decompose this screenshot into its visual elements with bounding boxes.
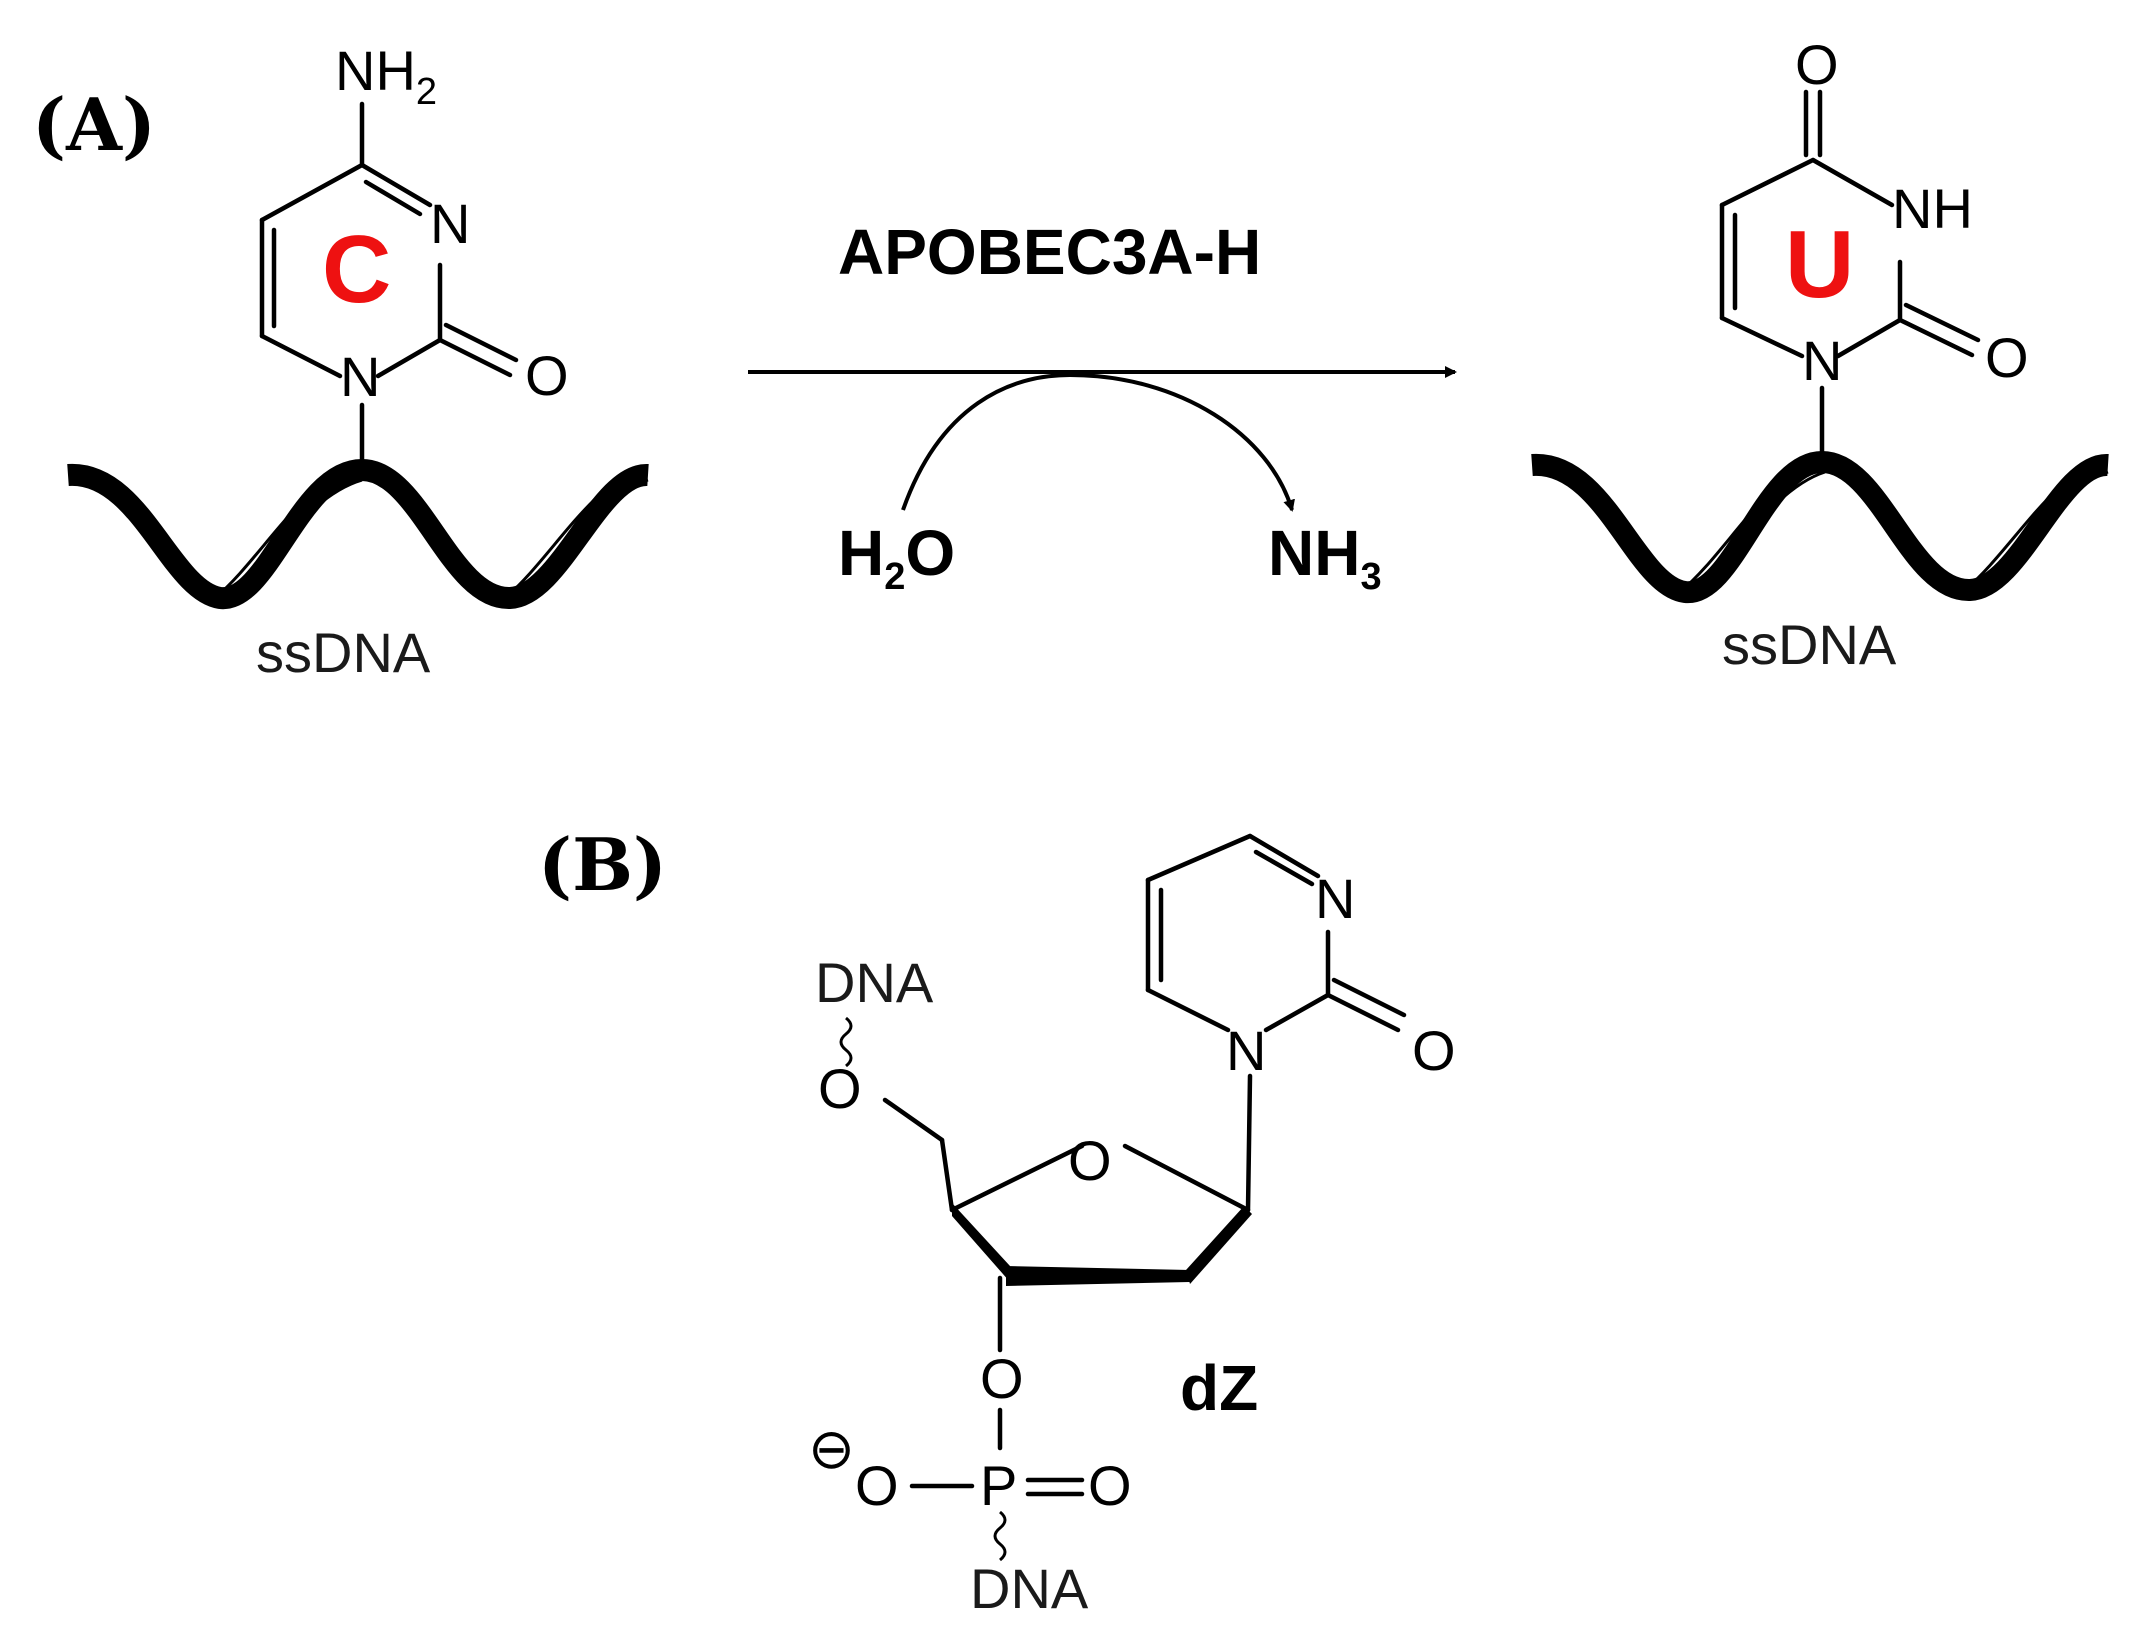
o5-label: O — [818, 1057, 862, 1120]
deoxyribose-ring: O O O — [818, 1057, 1253, 1410]
reaction-arrow — [748, 366, 1457, 512]
panel-a-label: (A) — [32, 82, 156, 167]
panel-b-label: (B) — [538, 822, 667, 907]
dna-top-label: DNA — [815, 951, 934, 1014]
phosphorus-label: P — [980, 1454, 1017, 1517]
enzyme-label: APOBEC3A-H — [838, 216, 1261, 288]
ammonia-label: NH3 — [1268, 517, 1382, 598]
zeb-carbonyl-o: O — [1412, 1019, 1456, 1082]
uracil-nh-label: NH — [1892, 177, 1973, 240]
panel-a: (A) NH2 N N O C — [32, 33, 2109, 684]
zeb-n3-label: N — [1315, 867, 1355, 930]
charge-label: ⊖ — [808, 1417, 855, 1480]
o3-label: O — [980, 1347, 1024, 1410]
carbonyl-o-label: O — [525, 344, 569, 407]
ssdna-label-right: ssDNA — [1722, 613, 1897, 676]
panel-b: (B) N N O — [538, 822, 1456, 1620]
phosphate-o-minus: O — [855, 1454, 899, 1517]
ring-oxygen-label: O — [1068, 1129, 1112, 1192]
ssdna-label-left: ssDNA — [256, 621, 431, 684]
water-label: H2O — [838, 517, 955, 598]
compound-name: dZ — [1180, 1352, 1258, 1424]
phosphate-o-double: O — [1088, 1454, 1132, 1517]
amine-label: NH2 — [335, 39, 437, 113]
uracil-carbonyl-o: O — [1985, 326, 2029, 389]
uracil-n1-label: N — [1802, 329, 1842, 392]
ssdna-ribbon-right — [1531, 450, 2109, 604]
zebularine-base: N N O — [1145, 833, 1456, 1082]
zeb-n1-label: N — [1226, 1019, 1266, 1082]
uracil-structure: O NH N O U — [1719, 33, 2029, 473]
cytosine-letter: C — [322, 216, 391, 323]
ring-n1-label: N — [340, 345, 380, 408]
uracil-letter: U — [1785, 211, 1854, 318]
cytosine-structure: NH2 N N O C — [259, 39, 569, 473]
ssdna-ribbon-left — [67, 458, 649, 610]
ring-n3-label: N — [430, 192, 470, 255]
dna-bottom-label: DNA — [970, 1557, 1089, 1620]
phosphate-group: ⊖ O P O — [808, 1407, 1132, 1562]
uracil-c4-oxygen: O — [1795, 33, 1839, 96]
